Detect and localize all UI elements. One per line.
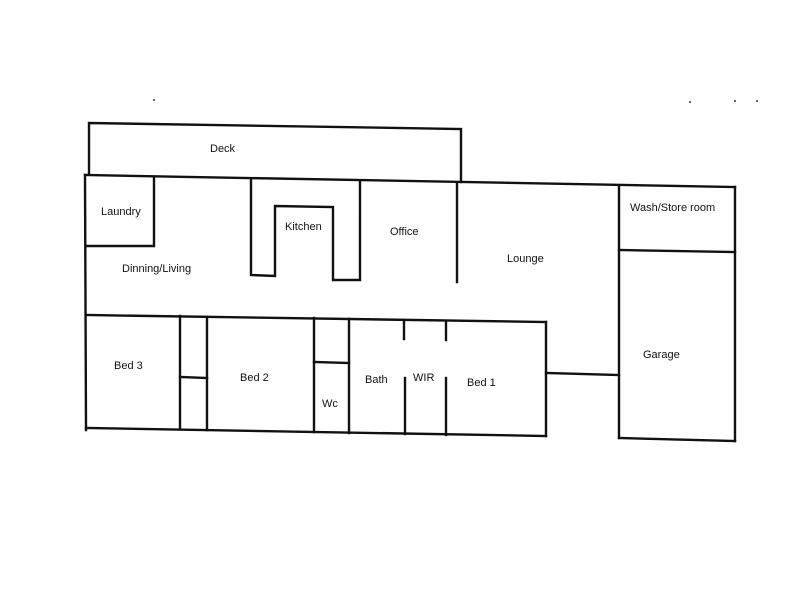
room-label-lounge: Lounge [507,253,544,265]
lounge-garage-link-wall [544,371,621,377]
garage-bottom-wall [617,436,737,443]
room-label-bath: Bath [365,374,388,386]
room-label-wash-store: Wash/Store room [630,202,715,214]
room-label-bed-2: Bed 2 [240,372,269,384]
room-label-bed-1: Bed 1 [467,377,496,389]
kitchen-walls [249,178,362,282]
cupboard-shelf-wall [178,375,209,380]
room-label-kitchen: Kitchen [285,221,322,233]
bedroom-wing-bottom-wall [84,426,548,438]
room-label-wir: WIR [413,372,434,384]
room-label-dining-living: Dinning/Living [122,263,191,275]
room-label-office: Office [390,226,419,238]
room-labels: Deck Laundry Kitchen Office Wash/Store r… [101,143,715,410]
scan-speck [756,100,758,102]
left-outer-wall [83,173,88,432]
scan-speck [734,100,736,102]
room-label-bed-3: Bed 3 [114,360,143,372]
bedroom-wing-top-wall [84,313,548,324]
room-label-garage: Garage [643,349,680,361]
room-label-wc: Wc [322,398,338,410]
walls [83,121,737,443]
room-label-deck: Deck [210,143,236,155]
scan-speck [689,101,691,103]
top-outer-wall [83,173,737,189]
room-label-laundry: Laundry [101,206,141,218]
scan-speck [153,99,155,101]
linen-cupboard-wall [312,360,351,365]
laundry-walls [84,176,156,248]
wash-store-bottom-wall [617,248,737,254]
deck-walls [87,121,463,184]
